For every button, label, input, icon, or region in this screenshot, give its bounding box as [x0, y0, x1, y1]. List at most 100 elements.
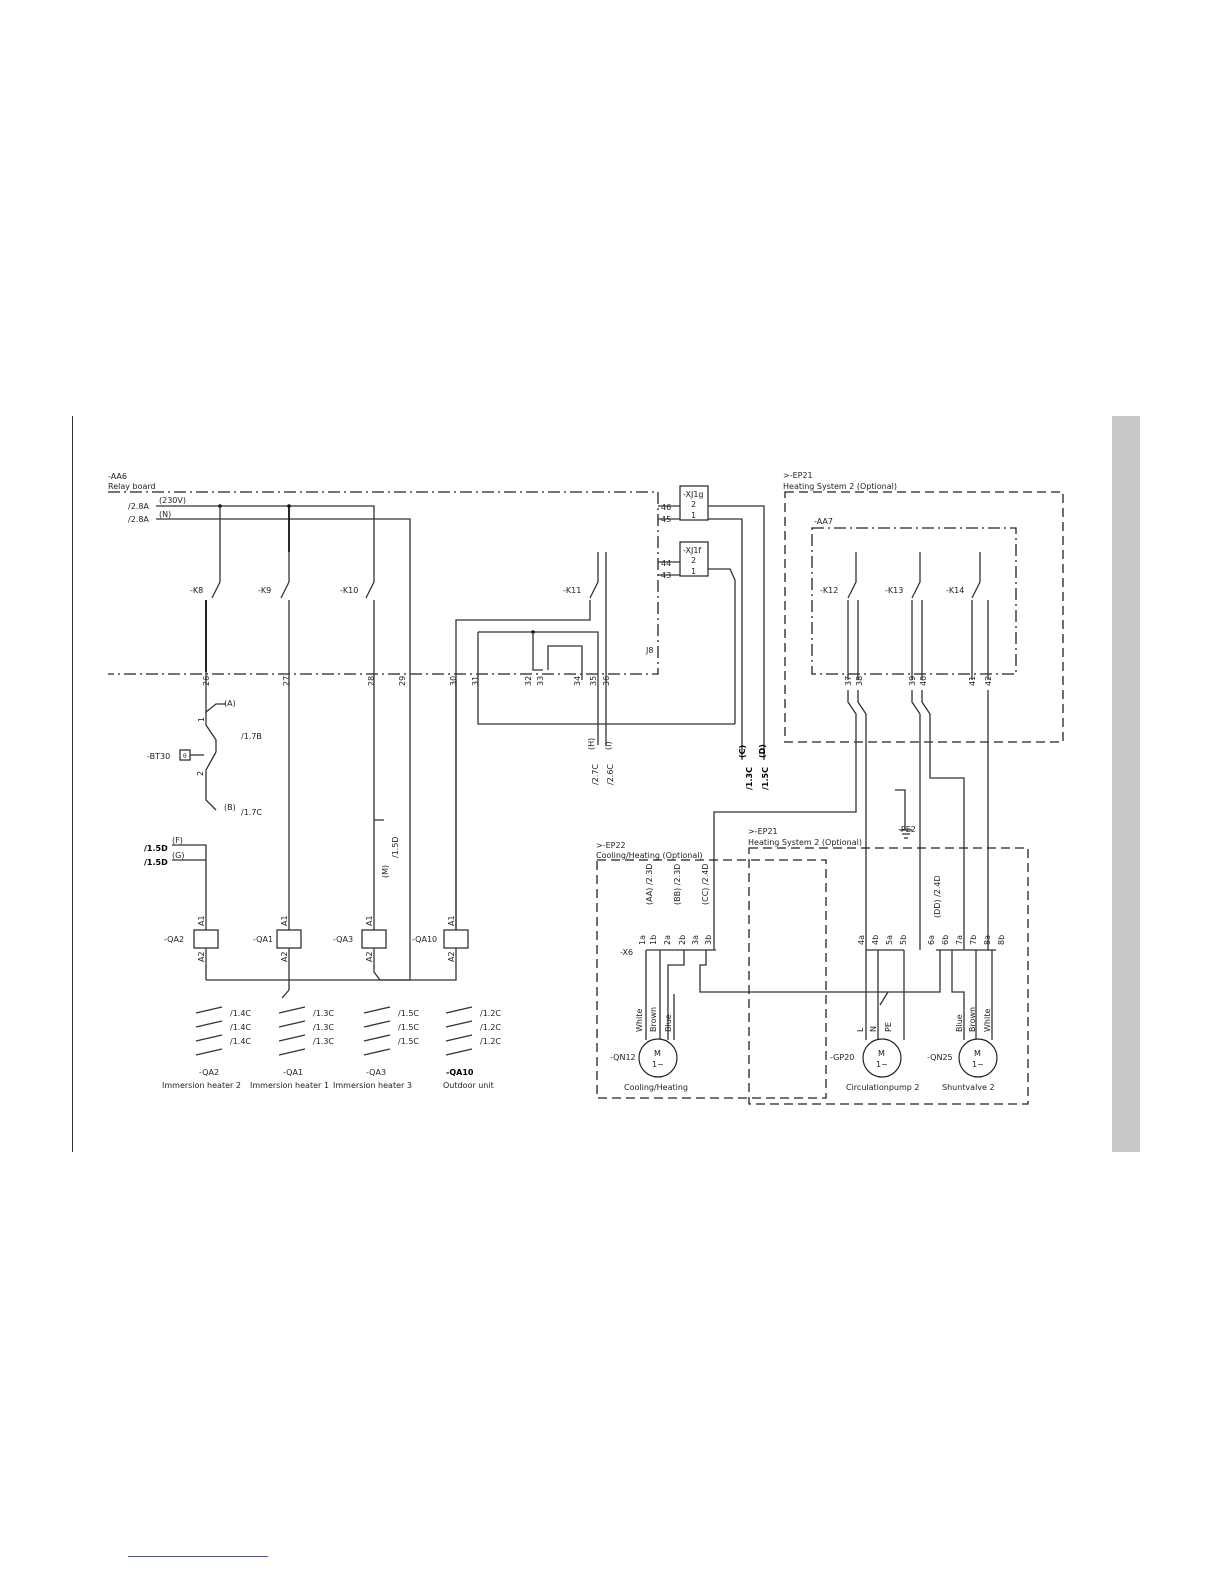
qn12-wire-label: White — [635, 1009, 644, 1032]
terminal-39: 39 — [908, 676, 917, 686]
ref-k11-b-page: /2.6C — [606, 764, 615, 785]
cross-references: (F) (G) /1.5D /1.5D (M) /1.5D — [144, 680, 400, 930]
xj1g-term: 46 — [661, 503, 671, 512]
ref-k11-b: (I) — [604, 741, 613, 750]
contact-ref: /1.3C — [313, 1023, 334, 1032]
x6-ref-aa: (AA) /2.3D — [645, 863, 654, 905]
k12-contact — [847, 552, 859, 680]
qn25-label: -QN25 — [927, 1053, 953, 1062]
ep21-top-module: >-EP21 Heating System 2 (Optional) -AA7 … — [783, 471, 1064, 743]
relay-k12-label: -K12 — [820, 586, 838, 595]
coil-qa1 — [276, 929, 302, 949]
ref-c-a-page: /1.3C — [745, 767, 754, 790]
qa2-caption: Immersion heater 2 — [162, 1081, 241, 1090]
gp20-caption: Circulationpump 2 — [846, 1083, 920, 1092]
motor-m: M — [878, 1049, 885, 1058]
contact-lines — [195, 1006, 223, 1056]
l-bus-ref: /2.8A — [128, 502, 149, 511]
xj1g-wires — [658, 505, 765, 760]
xj1f-pin: 1 — [691, 567, 696, 576]
bt30-ref-b-page: /1.7C — [241, 808, 262, 817]
qa3-caption: Immersion heater 3 — [333, 1081, 412, 1090]
terminal-31: 31 — [471, 676, 480, 686]
x6-term: 2b — [678, 935, 687, 945]
x6-term: 8b — [997, 935, 1006, 945]
relay-k8-label: -K8 — [190, 586, 203, 595]
x6-ref-cc: (CC) /2.4D — [701, 863, 710, 905]
xj1g-label: -XJ1g — [683, 490, 704, 499]
relay-k9-label: -K9 — [258, 586, 271, 595]
ep22-id: >-EP22 — [596, 841, 626, 850]
coil-qa3 — [361, 929, 387, 949]
relay-board-id: -AA6 — [108, 472, 127, 481]
page-side-tab — [1112, 416, 1140, 1152]
contacts-qa2: /1.4C /1.4C /1.4C -QA2 Immersion heater … — [162, 1006, 251, 1090]
ep21-bottom-module: >-EP21 Heating System 2 (Optional) — [748, 827, 1029, 1105]
fg-wires — [172, 844, 207, 930]
x6-ref-dd: (DD) /2.4D — [933, 875, 942, 918]
thermostat-bt30: θ -BT30 1 2 (A) /1.7B (B) /1.7C — [147, 680, 262, 817]
motor-m: M — [654, 1049, 661, 1058]
ep21-bottom-id: >-EP21 — [748, 827, 778, 836]
xj1f-label: -XJ1f — [683, 546, 701, 555]
qa10-id: -QA10 — [446, 1068, 474, 1077]
qa1-caption: Immersion heater 1 — [250, 1081, 329, 1090]
contacts-qa3: /1.5C /1.5C /1.5C -QA3 Immersion heater … — [333, 1006, 419, 1090]
terminal-42: 42 — [984, 676, 993, 686]
qa3-id: -QA3 — [366, 1068, 386, 1077]
motor-phase: 1~ — [876, 1060, 888, 1069]
contacts-qa10: /1.2C /1.2C /1.2C -QA10 Outdoor unit — [443, 1006, 501, 1090]
aa7-label: -AA7 — [814, 517, 833, 526]
pe2-label: -PE2 — [898, 825, 916, 834]
connector-xj1g: -XJ1g 2 1 46 45 — [658, 485, 765, 760]
coil-pin: A1 — [280, 915, 289, 926]
qn25-wire-label: White — [983, 1009, 992, 1032]
x6-term: 6a — [927, 935, 936, 945]
ref-k11-a: (H) — [587, 738, 596, 750]
qa1-id: -QA1 — [283, 1068, 303, 1077]
contacts-qa1: /1.3C /1.3C /1.3C -QA1 Immersion heater … — [250, 1006, 334, 1090]
x6-term: 7b — [969, 935, 978, 945]
contact-ref: /1.2C — [480, 1023, 501, 1032]
n-bus-wire — [156, 518, 411, 981]
n-bus-ref: /2.8A — [128, 515, 149, 524]
qn12-wire-label: Blue — [664, 1014, 673, 1032]
terminal-29: 29 — [398, 676, 407, 686]
xj1g-pin: 2 — [691, 500, 696, 509]
bt30-ref-b: (B) — [224, 803, 236, 812]
qn12-caption: Cooling/Heating — [624, 1083, 688, 1092]
motor-gp20: M 1~ -GP20 Circulationpump 2 L N PE — [830, 1022, 920, 1092]
qn12-wire-label: Brown — [649, 1007, 658, 1032]
bt30-contact — [205, 712, 217, 811]
bt30-label: -BT30 — [147, 752, 170, 761]
contact-ref: /1.5C — [398, 1037, 419, 1046]
coil-qa10-label: -QA10 — [412, 935, 437, 944]
qn12-label: -QN12 — [610, 1053, 636, 1062]
x6-term: 5a — [885, 935, 894, 945]
k9-contact — [280, 552, 290, 680]
m-ref-wire — [373, 680, 384, 821]
motor-qn25: M 1~ -QN25 Shuntvalve 2 Blue Brown White — [927, 1007, 998, 1092]
relay-k14-label: -K14 — [946, 586, 964, 595]
x6-term: 3b — [704, 935, 713, 945]
gp20-wire-label: L — [856, 1027, 865, 1032]
terminal-38: 38 — [855, 676, 864, 686]
xj1f-wires — [658, 561, 736, 724]
terminal-32: 32 — [524, 676, 533, 686]
terminal-37: 37 — [844, 676, 853, 686]
terminal-27: 27 — [282, 676, 291, 686]
qn25-wires — [951, 950, 993, 1040]
coil-pin: A2 — [197, 951, 206, 962]
coil-pin: A1 — [197, 915, 206, 926]
motor-phase: 1~ — [652, 1060, 664, 1069]
footer-link-underline — [128, 1556, 268, 1557]
contact-ref: /1.4C — [230, 1023, 251, 1032]
motor-phase: 1~ — [972, 1060, 984, 1069]
x6-term: 3a — [691, 935, 700, 945]
ref-m-page: /1.5D — [391, 836, 400, 858]
k11-contact-wire — [455, 552, 599, 940]
relay-k8: -K8 — [190, 552, 221, 680]
gp20-wire-label: N — [869, 1026, 878, 1032]
x6-term: 7a — [955, 935, 964, 945]
ep21-bottom-boundary — [748, 847, 1029, 1105]
